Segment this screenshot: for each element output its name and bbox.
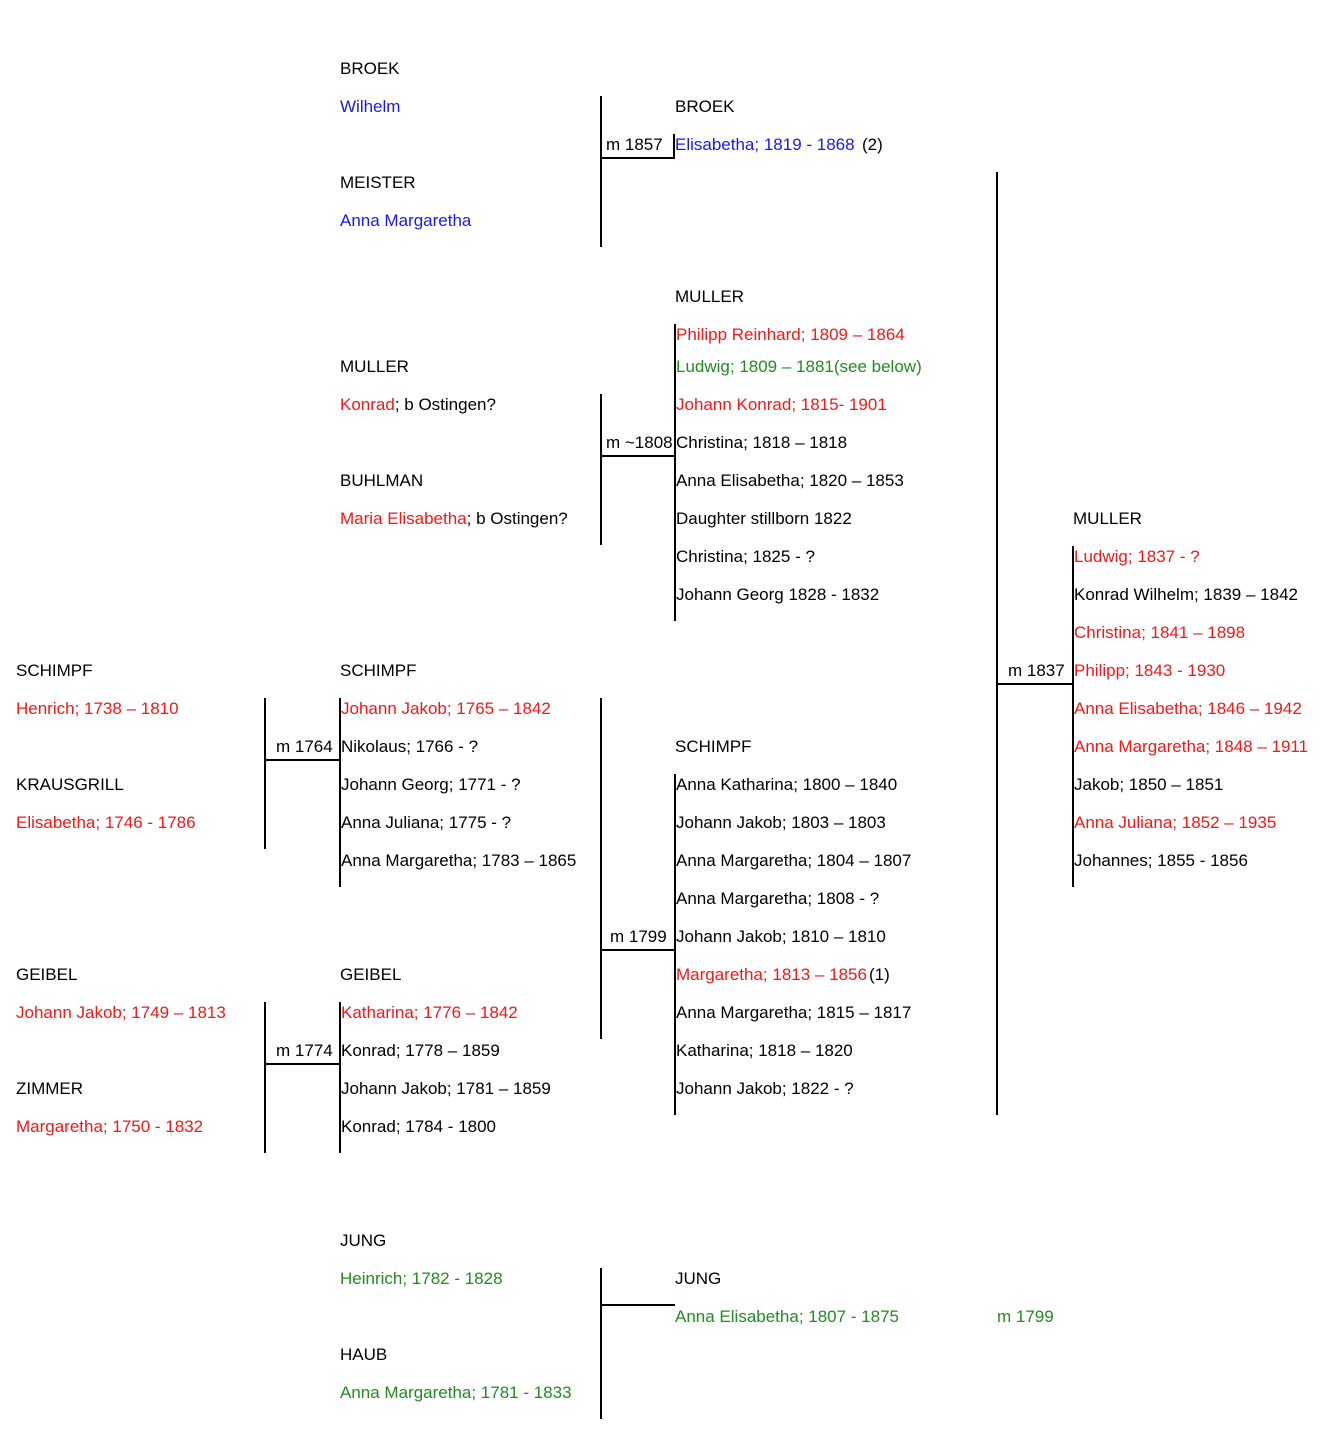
surname-meister: MEISTER bbox=[340, 173, 416, 192]
connector-schimpf-children bbox=[264, 759, 340, 761]
marriage-label-1774: m 1774 bbox=[276, 1041, 333, 1060]
person-anna-elisabetha-jung: Anna Elisabetha; 1807 - 1875 bbox=[675, 1307, 900, 1326]
person-heinrich-jung: Heinrich; 1782 - 1828 bbox=[340, 1269, 503, 1288]
connector-geibel-children bbox=[264, 1063, 340, 1065]
person-johann-georg-1771: Johann Georg; 1771 - ? bbox=[341, 775, 521, 794]
connector-schimpf-gp bbox=[264, 698, 266, 849]
surname-jung-father: JUNG bbox=[340, 1231, 387, 1250]
connector-muller2-children-bar bbox=[1072, 546, 1074, 887]
person-maria-elisabetha-name: Maria Elisabetha bbox=[340, 509, 467, 528]
person-anna-margaretha-meister: Anna Margaretha bbox=[340, 211, 472, 230]
person-konrad-1778: Konrad; 1778 – 1859 bbox=[341, 1041, 500, 1060]
person-katharina-1776: Katharina; 1776 – 1842 bbox=[341, 1003, 518, 1022]
person-margaretha-1813: Margaretha; 1813 – 1856 bbox=[676, 965, 867, 984]
surname-muller2-children: MULLER bbox=[1073, 509, 1142, 528]
person-daughter-stillborn: Daughter stillborn 1822 bbox=[676, 509, 852, 528]
surname-muller-children: MULLER bbox=[675, 287, 744, 306]
connector-muller-children-bar bbox=[674, 324, 676, 621]
person-johann-jakob-1803: Johann Jakob; 1803 – 1803 bbox=[676, 813, 886, 832]
connector-muller-parents bbox=[600, 394, 602, 545]
person-konrad-muller-note: ; b Ostingen? bbox=[394, 395, 496, 414]
person-anna-elisabetha-1846: Anna Elisabetha; 1846 – 1942 bbox=[1074, 699, 1302, 718]
person-katharina-1818: Katharina; 1818 – 1820 bbox=[676, 1041, 853, 1060]
marriage-label-1799-jung: m 1799 bbox=[997, 1307, 1054, 1326]
person-philipp-1843: Philipp; 1843 - 1930 bbox=[1074, 661, 1226, 680]
connector-muller2-parents bbox=[996, 172, 998, 1115]
person-johann-jakob-1781: Johann Jakob; 1781 – 1859 bbox=[341, 1079, 551, 1098]
person-konrad-1784: Konrad; 1784 - 1800 bbox=[341, 1117, 497, 1136]
person-anna-juliana-1775: Anna Juliana; 1775 - ? bbox=[341, 813, 512, 832]
surname-zimmer: ZIMMER bbox=[16, 1079, 84, 1098]
person-anna-margaretha-1808: Anna Margaretha; 1808 - ? bbox=[676, 889, 880, 908]
person-konrad-wilhelm-1839: Konrad Wilhelm; 1839 – 1842 bbox=[1074, 585, 1298, 604]
person-margaretha-zimmer: Margaretha; 1750 - 1832 bbox=[16, 1117, 204, 1136]
person-christina-1825: Christina; 1825 - ? bbox=[676, 547, 815, 566]
connector-broek-parents bbox=[600, 96, 602, 247]
surname-geibel-gp: GEIBEL bbox=[16, 965, 78, 984]
person-wilhelm-broek: Wilhelm bbox=[340, 97, 401, 116]
surname-schimpf-children: SCHIMPF bbox=[340, 661, 417, 680]
person-konrad-muller: Konrad; b Ostingen? bbox=[340, 395, 496, 415]
connector-schimpf2-children bbox=[600, 949, 675, 951]
person-maria-elisabetha-note: ; b Ostingen? bbox=[466, 509, 568, 528]
connector-geibel-gp bbox=[264, 1002, 266, 1153]
connector-muller2-children bbox=[996, 683, 1073, 685]
person-christina-1841: Christina; 1841 – 1898 bbox=[1074, 623, 1246, 642]
surname-haub: HAUB bbox=[340, 1345, 388, 1364]
surname-broek-child: BROEK bbox=[675, 97, 735, 116]
person-anna-margaretha-1815: Anna Margaretha; 1815 – 1817 bbox=[676, 1003, 912, 1022]
connector-jung-child bbox=[600, 1304, 675, 1306]
marriage-label-1808: m ~1808 bbox=[606, 433, 673, 452]
note-1: (1) bbox=[869, 965, 890, 984]
connector-geibel-children-bar bbox=[339, 1002, 341, 1153]
person-anna-juliana-1852: Anna Juliana; 1852 – 1935 bbox=[1074, 813, 1277, 832]
person-ludwig-1809: Ludwig; 1809 – 1881(see below) bbox=[676, 357, 922, 376]
person-maria-elisabetha-buhlman: Maria Elisabetha; b Ostingen? bbox=[340, 509, 568, 529]
person-anna-margaretha-1848: Anna Margaretha; 1848 – 1911 bbox=[1074, 737, 1309, 756]
person-anna-margaretha-1783: Anna Margaretha; 1783 – 1865 bbox=[341, 851, 577, 870]
surname-jung-child: JUNG bbox=[675, 1269, 722, 1288]
connector-broek-child bbox=[600, 157, 675, 159]
person-elisabetha-broek: Elisabetha; 1819 - 1868 bbox=[675, 135, 855, 154]
surname-krausgrill: KRAUSGRILL bbox=[16, 775, 124, 794]
connector-schimpf-children-bar bbox=[339, 698, 341, 887]
connector-schimpf2-parents bbox=[600, 698, 602, 1039]
marriage-label-1799-schimpf: m 1799 bbox=[610, 927, 667, 946]
person-anna-margaretha-1804: Anna Margaretha; 1804 – 1807 bbox=[676, 851, 912, 870]
connector-muller-children bbox=[600, 455, 675, 457]
person-johannes-1855: Johannes; 1855 - 1856 bbox=[1074, 851, 1248, 870]
person-anna-katharina-1800: Anna Katharina; 1800 – 1840 bbox=[676, 775, 898, 794]
person-jakob-1850: Jakob; 1850 – 1851 bbox=[1074, 775, 1224, 794]
surname-schimpf-gp: SCHIMPF bbox=[16, 661, 93, 680]
person-johann-jakob-1822: Johann Jakob; 1822 - ? bbox=[676, 1079, 854, 1098]
surname-muller-father: MULLER bbox=[340, 357, 409, 376]
surname-schimpf2-children: SCHIMPF bbox=[675, 737, 752, 756]
connector-schimpf2-children-bar bbox=[674, 774, 676, 1115]
person-johann-jakob-1765: Johann Jakob; 1765 – 1842 bbox=[341, 699, 551, 718]
person-johann-jakob-1810: Johann Jakob; 1810 – 1810 bbox=[676, 927, 886, 946]
person-henrich-schimpf: Henrich; 1738 – 1810 bbox=[16, 699, 179, 718]
person-anna-elisabetha-1820: Anna Elisabetha; 1820 – 1853 bbox=[676, 471, 904, 490]
person-nikolaus: Nikolaus; 1766 - ? bbox=[341, 737, 479, 756]
connector-jung-parents bbox=[600, 1268, 602, 1419]
connector-broek-child-tick bbox=[673, 134, 675, 159]
person-philipp-reinhard: Philipp Reinhard; 1809 – 1864 bbox=[676, 325, 905, 344]
surname-buhlman: BUHLMAN bbox=[340, 471, 424, 490]
marriage-label-1857: m 1857 bbox=[606, 135, 663, 154]
note-2: (2) bbox=[862, 135, 883, 154]
person-konrad-muller-name: Konrad bbox=[340, 395, 395, 414]
person-johann-georg-1828: Johann Georg 1828 - 1832 bbox=[676, 585, 880, 604]
surname-geibel-children: GEIBEL bbox=[340, 965, 402, 984]
marriage-label-1837: m 1837 bbox=[1008, 661, 1065, 680]
person-johann-konrad: Johann Konrad; 1815- 1901 bbox=[676, 395, 887, 414]
person-anna-margaretha-haub: Anna Margaretha; 1781 - 1833 bbox=[340, 1383, 572, 1402]
marriage-label-1764: m 1764 bbox=[276, 737, 333, 756]
person-ludwig-1837: Ludwig; 1837 - ? bbox=[1074, 547, 1200, 566]
person-johann-jakob-geibel: Johann Jakob; 1749 – 1813 bbox=[16, 1003, 226, 1022]
person-christina-1818: Christina; 1818 – 1818 bbox=[676, 433, 848, 452]
surname-broek-father: BROEK bbox=[340, 59, 400, 78]
person-elisabetha-krausgrill: Elisabetha; 1746 - 1786 bbox=[16, 813, 196, 832]
